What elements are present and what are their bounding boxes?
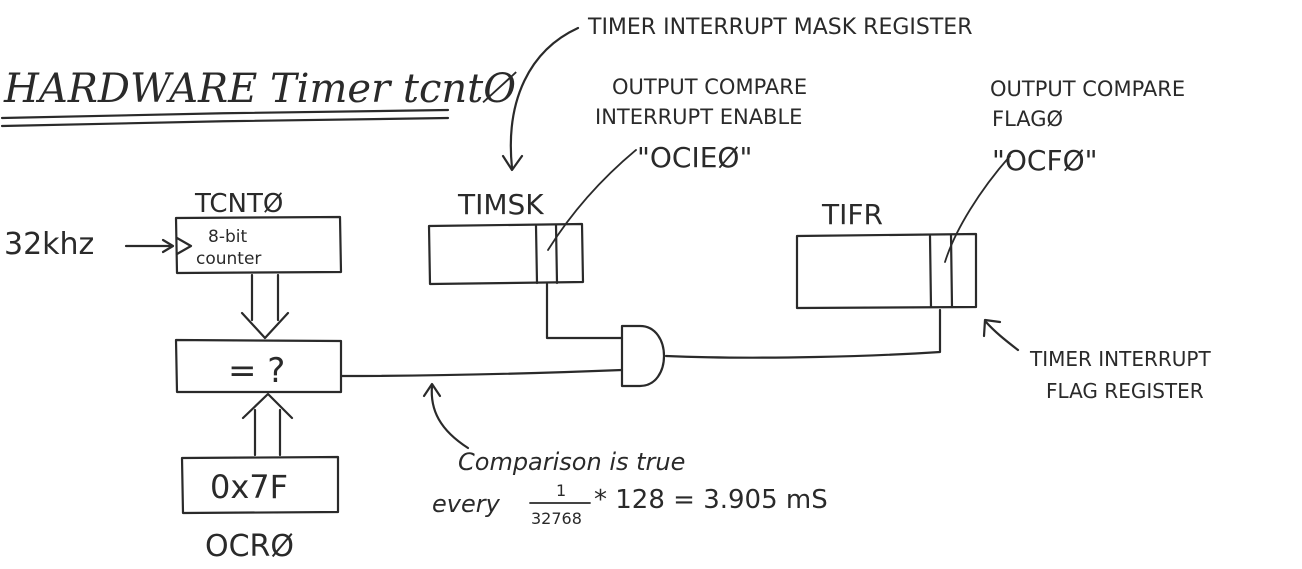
tifr-register-line1: TIMER INTERRUPT [1029, 347, 1211, 371]
title-underline-2 [0, 116, 450, 128]
timsk-pointer-arrow [509, 26, 580, 170]
timsk-name: TIMSK [457, 188, 544, 221]
tifr-flag-line1: OUTPUT COMPARE [990, 77, 1185, 101]
ocr-name: OCRØ [205, 529, 294, 564]
comparator-box [174, 338, 343, 394]
note-pointer-arrow [430, 384, 470, 450]
ocr-value: 0x7F [210, 468, 288, 506]
counter-name: TCNTØ [194, 189, 283, 219]
timsk-bit-name: "OCIEØ" [637, 141, 752, 174]
tifr-bit-divider-1 [928, 234, 933, 309]
gate-to-tifr-line [664, 308, 942, 359]
counter-label-line1: 8-bit [208, 227, 247, 247]
timsk-bit-divider-2 [554, 223, 559, 285]
timsk-bit-leader [547, 149, 637, 251]
tifr-box [795, 232, 978, 310]
tifr-register-line2: FLAG REGISTER [1046, 379, 1204, 403]
timsk-to-gate-line [545, 282, 624, 340]
ocr-box [180, 455, 340, 515]
tifr-register-pointer-head [982, 318, 1002, 338]
tifr-flag-leader [944, 155, 1011, 263]
note-fraction-numerator: 1 [556, 481, 566, 500]
tifr-flag-line2: FLAGØ [992, 107, 1063, 131]
timsk-pointer-arrowhead [501, 154, 524, 172]
timsk-bit-line2: INTERRUPT ENABLE [595, 105, 802, 129]
note-pointer-arrowhead [422, 382, 442, 398]
clock-arrowhead [161, 238, 175, 254]
tifr-register-pointer [984, 320, 1020, 352]
clock-edge-symbol [175, 236, 193, 256]
ocr-to-compare-arrow [241, 392, 294, 457]
timsk-bit-line1: OUTPUT COMPARE [612, 75, 807, 99]
diagram-title: HARDWARE Timer tcntØ [3, 66, 517, 112]
title-underline-1 [0, 108, 450, 120]
compare-output-line [340, 368, 624, 378]
timsk-box [427, 222, 585, 286]
tifr-bit-divider-2 [949, 233, 954, 309]
tifr-flag-name: "OCFØ" [992, 144, 1098, 177]
note-expression: * 128 = 3.905 mS [594, 485, 828, 515]
counter-to-compare-arrow [240, 273, 290, 340]
timsk-bit-divider-1 [534, 224, 539, 285]
note-prefix: every [432, 490, 501, 518]
note-fraction-denominator: 32768 [531, 509, 582, 528]
note-line1: Comparison is true [458, 448, 685, 476]
counter-label-line2: counter [196, 249, 261, 269]
comparator-symbol: = ? [228, 351, 285, 391]
clock-source-label: 32khz [4, 227, 94, 262]
timsk-register-label: TIMER INTERRUPT MASK REGISTER [587, 15, 972, 40]
tifr-name: TIFR [821, 198, 883, 231]
and-gate [620, 324, 666, 388]
